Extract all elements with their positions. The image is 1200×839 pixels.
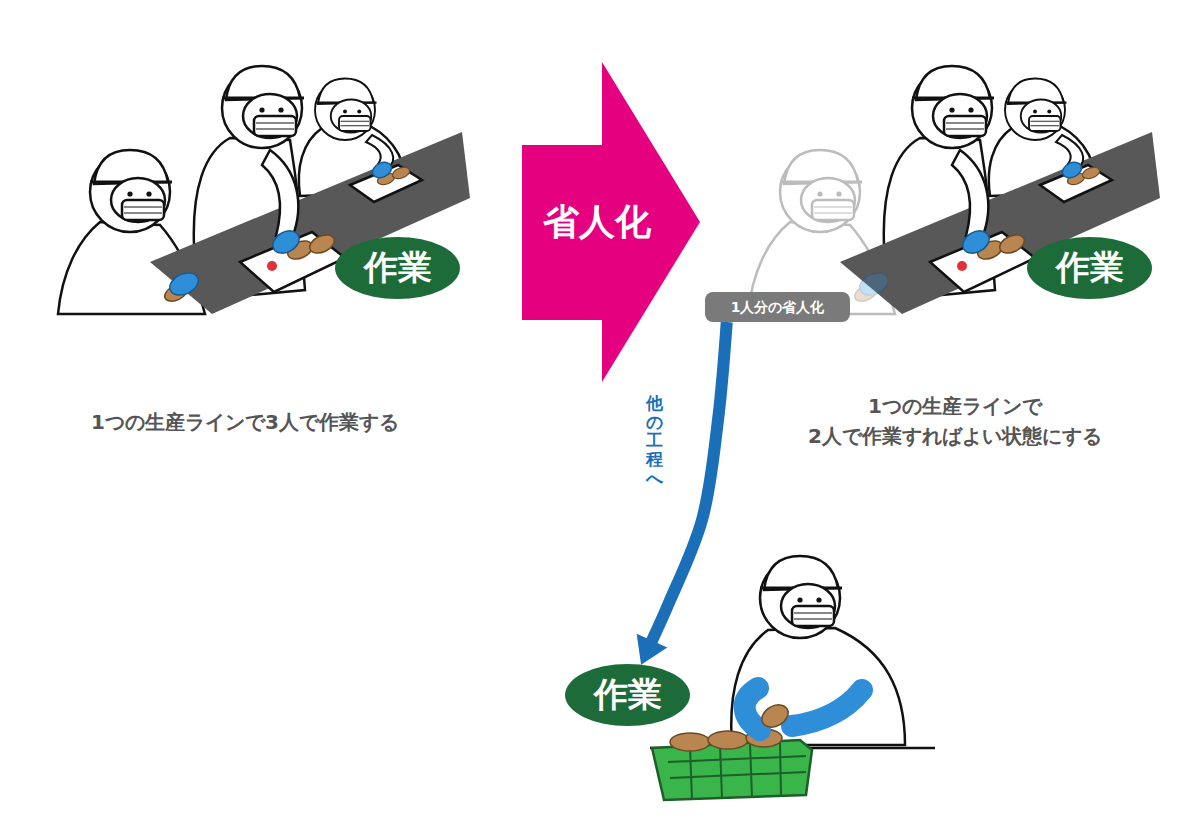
- node-label: 作業: [364, 248, 432, 287]
- caption: 1つの生産ラインで3人で作業する: [15, 407, 475, 437]
- process-arrow: 省人化: [522, 62, 700, 382]
- worker-body: [731, 628, 905, 745]
- potato: [758, 700, 792, 731]
- node-label: 1人分の省人化: [731, 299, 825, 315]
- caption: 1つの生産ラインで 2人で作業すればよい状態にする: [765, 391, 1145, 451]
- badge-ellipse: [565, 664, 690, 726]
- pill-shape: [705, 292, 850, 322]
- before-scene: [58, 66, 470, 314]
- arm-sleeve: [792, 690, 862, 726]
- task-badge: 作業: [1027, 237, 1152, 299]
- task-badge: 作業: [335, 237, 460, 299]
- other-process-scene: [650, 556, 935, 800]
- flow-arrow: [637, 322, 727, 665]
- task-badge: 作業: [565, 664, 690, 726]
- potato: [708, 731, 748, 749]
- badge-ellipse: [335, 237, 460, 299]
- arrow-head: [637, 634, 668, 665]
- edge-label: 他の工程へ: [646, 392, 663, 489]
- block-arrow: [522, 62, 700, 382]
- crate-grid: [668, 742, 806, 799]
- node-label: 作業: [594, 675, 662, 714]
- table-edge: [650, 747, 935, 750]
- removed-worker-hands: [852, 269, 892, 305]
- after-scene: [748, 66, 1160, 314]
- potato: [670, 733, 710, 751]
- note-pill: 1人分の省人化: [705, 292, 850, 322]
- crate: [652, 740, 812, 800]
- arm-sleeve: [745, 688, 760, 730]
- badge-ellipse: [1027, 237, 1152, 299]
- node-label: 作業: [1056, 248, 1124, 287]
- node-label: 省人化: [543, 201, 651, 242]
- potato: [746, 729, 782, 747]
- removed-worker: [748, 150, 895, 314]
